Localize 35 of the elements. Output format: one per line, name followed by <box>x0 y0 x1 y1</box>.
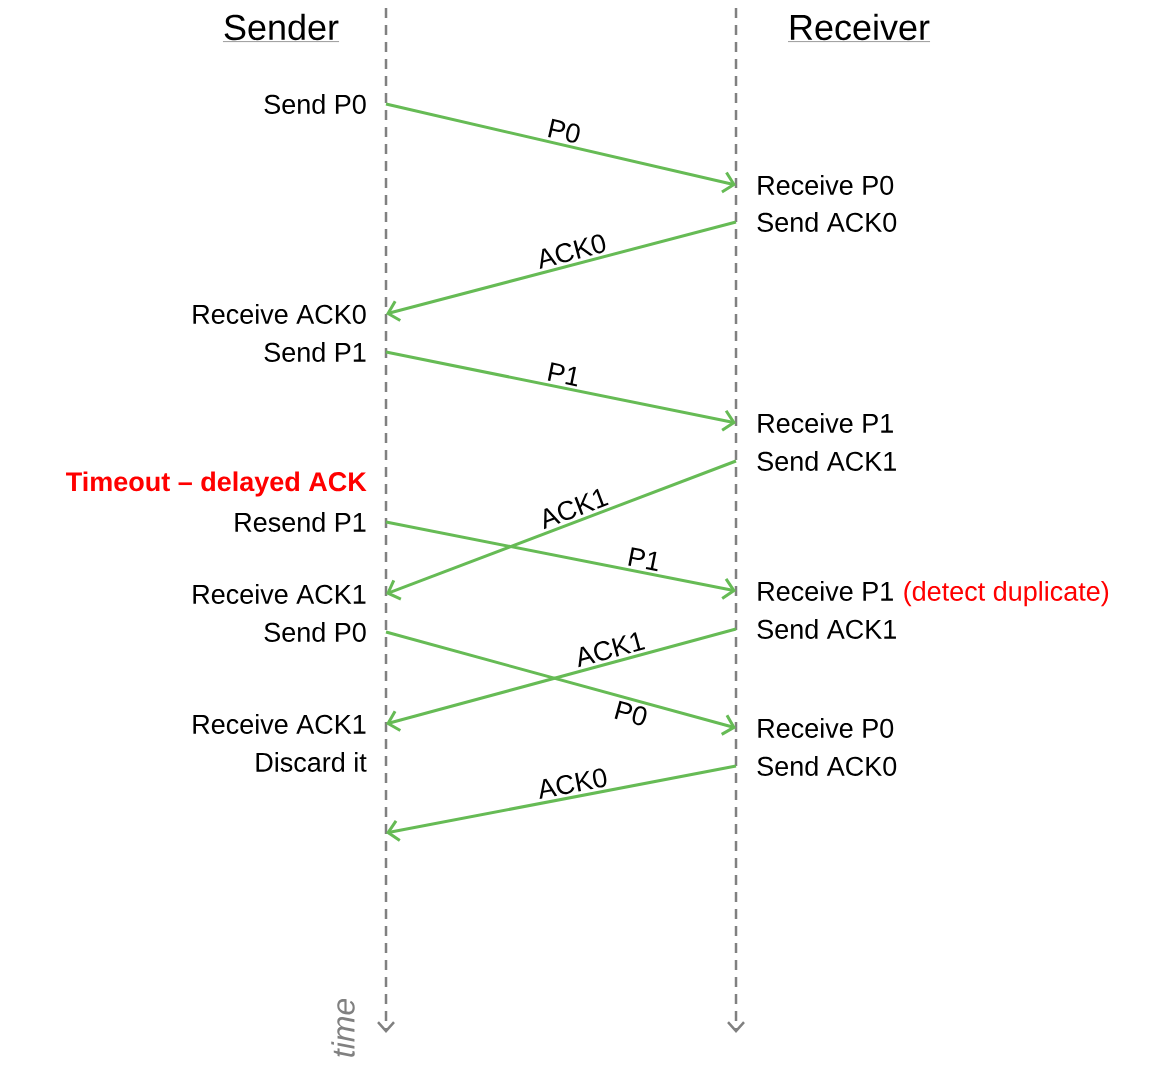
edge-label: P0 <box>548 118 580 143</box>
event-text: Receive ACK1 <box>193 584 366 604</box>
edge-label: P1 <box>547 362 578 387</box>
arrow <box>385 102 736 194</box>
event-text: Send ACK0 <box>757 212 897 232</box>
note-text: (detect duplicate) <box>904 581 1109 607</box>
lifeline-heading: Sender <box>222 13 340 42</box>
edge-label: ACK0 <box>539 234 606 269</box>
event-text: Send ACK1 <box>757 451 896 471</box>
edge-label: P0 <box>614 700 647 726</box>
event-text: Resend P1 <box>235 512 366 532</box>
arrow <box>386 220 737 322</box>
arrow <box>386 459 737 601</box>
event-text: Send P1 <box>264 342 366 362</box>
event-text: Receive P0 <box>758 718 894 738</box>
edge-label: P1 <box>628 547 658 572</box>
event-text: Send ACK1 <box>757 619 896 639</box>
event-text: Send ACK0 <box>757 756 897 776</box>
event-text: Send P0 <box>264 622 366 642</box>
event-text: Receive ACK1 <box>193 714 366 734</box>
edge-label: ACK1 <box>544 488 609 530</box>
event-text: Receive P0 <box>758 175 894 195</box>
arrow <box>386 764 737 842</box>
event-text: Receive ACK0 <box>193 304 366 324</box>
timeout-note: Timeout – delayed ACK <box>66 471 367 497</box>
event-text: Receive P1 <box>758 581 893 601</box>
arrow <box>385 350 736 432</box>
edge-label: ACK0 <box>539 768 607 800</box>
event-text: Discard it <box>256 752 367 772</box>
lifeline-heading: Receiver <box>787 13 931 42</box>
event-text: Send P0 <box>264 94 366 114</box>
event-text: Receive P1 <box>758 413 893 433</box>
arrow <box>385 520 736 600</box>
axis-label: time <box>331 998 355 1057</box>
edge-label: ACK1 <box>578 632 646 668</box>
